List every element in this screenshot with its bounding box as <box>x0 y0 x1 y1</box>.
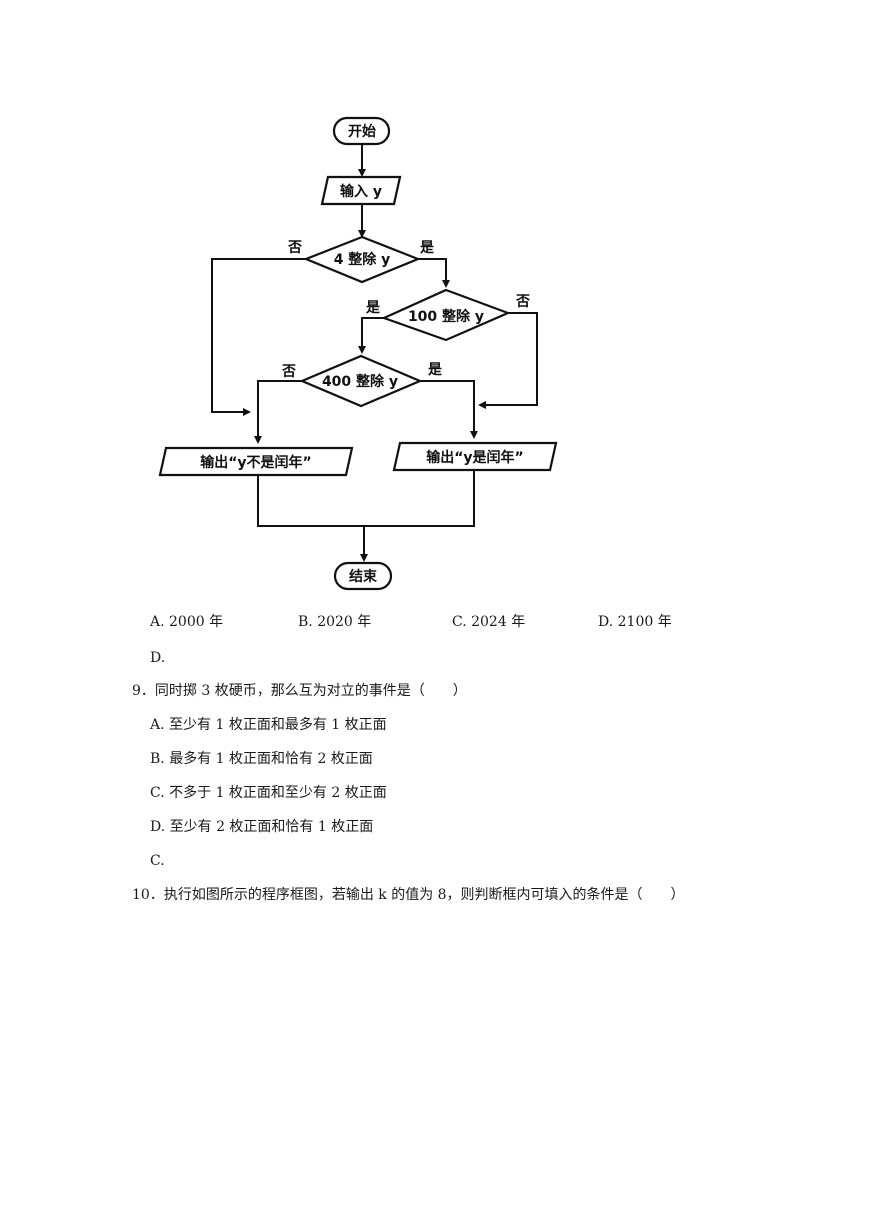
svg-text:开始: 开始 <box>348 123 376 140</box>
svg-text:输出“y不是闰年”: 输出“y不是闰年” <box>200 454 312 471</box>
q8-option-c: C. 2024 年 <box>452 614 526 630</box>
q9-option-a: A. 至少有 1 枚正面和最多有 1 枚正面 <box>150 717 387 733</box>
decision-divisible-by-4: 4 整除 y <box>303 235 421 284</box>
branch-label-yes: 是 <box>428 362 443 378</box>
branch-label-no: 否 <box>281 364 296 380</box>
branch-label-yes: 是 <box>366 300 381 316</box>
svg-text:100 整除 y: 100 整除 y <box>408 308 484 325</box>
leap-year-flowchart: 开始 输入 y 4 整除 y 100 整除 y 400 整除 y 输出“y不是闰… <box>158 116 558 591</box>
q9-option-d: D. 至少有 2 枚正面和恰有 1 枚正面 <box>150 819 374 835</box>
start-terminator: 开始 <box>332 116 391 146</box>
branch-label-yes: 是 <box>420 240 435 256</box>
decision-divisible-by-100: 100 整除 y <box>381 288 511 342</box>
q9-stem: 9．同时掷 3 枚硬币，那么互为对立的事件是（ ） <box>132 683 467 699</box>
q8-answer: D. <box>150 650 166 666</box>
svg-text:输出“y是闰年”: 输出“y是闰年” <box>426 449 524 466</box>
end-terminator: 结束 <box>333 561 393 591</box>
flow-connectors <box>211 143 538 562</box>
svg-text:结束: 结束 <box>349 568 378 585</box>
q9-option-b: B. 最多有 1 枚正面和恰有 2 枚正面 <box>150 751 373 767</box>
q8-option-a: A. 2000 年 <box>150 614 224 630</box>
input-box: 输入 y <box>320 175 402 206</box>
svg-text:输入 y: 输入 y <box>340 183 382 200</box>
svg-text:400 整除 y: 400 整除 y <box>322 373 398 390</box>
branch-label-no: 否 <box>287 240 302 256</box>
output-not-leap-year: 输出“y不是闰年” <box>158 446 354 477</box>
q9-answer: C. <box>150 853 165 869</box>
svg-text:4 整除 y: 4 整除 y <box>334 251 391 268</box>
q9-option-c: C. 不多于 1 枚正面和至少有 2 枚正面 <box>150 785 387 801</box>
decision-divisible-by-400: 400 整除 y <box>299 354 423 408</box>
output-leap-year: 输出“y是闰年” <box>392 441 558 472</box>
branch-label-no: 否 <box>515 294 530 310</box>
q10-stem: 10．执行如图所示的程序框图，若输出 k 的值为 8，则判断框内可填入的条件是（… <box>132 887 685 903</box>
q8-option-d: D. 2100 年 <box>598 614 672 630</box>
q8-option-b: B. 2020 年 <box>298 614 372 630</box>
